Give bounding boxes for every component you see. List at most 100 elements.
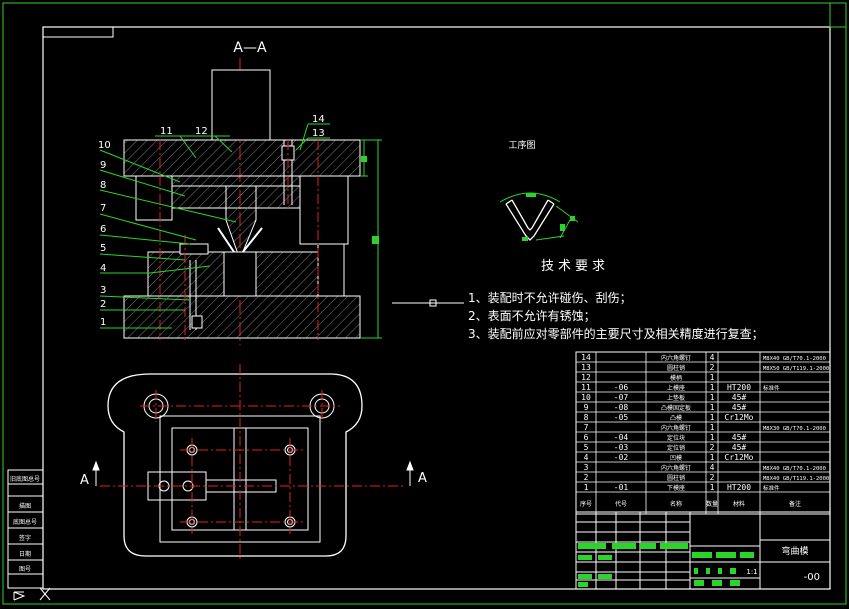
bom-cell-mat: Cr12Mo xyxy=(725,453,754,462)
bom-cell-name: 上模座 xyxy=(667,384,685,392)
bom-header-name: 名称 xyxy=(670,500,682,508)
bom-cell-qty: 4 xyxy=(710,463,715,472)
side-label-base: 底图总号 xyxy=(13,518,37,526)
section-cut-right xyxy=(406,460,414,486)
bom-cell-qty: 2 xyxy=(710,443,715,452)
leader-lines xyxy=(99,123,330,329)
guide-post-right xyxy=(299,175,349,245)
bom-cell-note: M8X40 GB/T70.1-2000 xyxy=(763,466,826,472)
bom-cell-qty: 1 xyxy=(710,483,715,492)
bom-cell-code: -07 xyxy=(614,393,629,402)
bom-cell-code: -02 xyxy=(614,453,629,462)
bom-cell-no: 6 xyxy=(584,433,589,442)
balloon-3: 3 xyxy=(100,285,106,296)
requirement-1: 1、装配时不允许碰伤、刮伤； xyxy=(468,290,632,305)
bom-header-code: 代号 xyxy=(615,500,627,508)
balloon-14: 14 xyxy=(312,114,325,125)
bom-cell-mat: HT200 xyxy=(727,483,751,492)
bom-cell-qty: 2 xyxy=(710,363,715,372)
bom-cell-name: 内六角螺钉 xyxy=(661,354,691,362)
punch xyxy=(225,185,257,255)
bom-cell-code: -04 xyxy=(614,433,629,442)
bom-cell-name: 定位销 xyxy=(667,444,685,452)
bom-cell-name: 凸模 xyxy=(670,414,682,422)
bom-header-mat: 材料 xyxy=(733,500,745,508)
balloon-11: 11 xyxy=(160,126,173,137)
requirement-2: 2、表面不允许有锈蚀； xyxy=(468,308,596,323)
upper-backing-plate xyxy=(171,175,301,187)
bom-cell-qty: 4 xyxy=(710,353,715,362)
inner-border xyxy=(42,26,831,590)
corner-mark xyxy=(829,2,847,28)
bom-cell-note: M8X50 GB/T119.1-2000 xyxy=(763,366,829,372)
bom-cell-code: -05 xyxy=(614,413,629,422)
bom-cell-no: 10 xyxy=(581,393,591,402)
bom-cell-no: 9 xyxy=(584,403,589,412)
bom-cell-name: 定位块 xyxy=(667,434,685,442)
bom-cell-code: -08 xyxy=(614,403,629,412)
balloon-7: 7 xyxy=(100,203,106,214)
bom-cell-qty: 2 xyxy=(710,473,715,482)
bom-cell-qty: 1 xyxy=(710,433,715,442)
balloon-labels: 1 2 3 4 5 6 7 8 9 10 11 12 13 14 xyxy=(98,114,325,328)
bom-cell-mat: Cr12Mo xyxy=(725,413,754,422)
bom-header-no: 序号 xyxy=(580,500,592,508)
balloon-2: 2 xyxy=(100,299,106,310)
bom-cell-qty: 1 xyxy=(710,393,715,402)
side-label-date: 日期 xyxy=(19,550,31,558)
positioning-block xyxy=(179,243,209,255)
plan-outline xyxy=(107,373,363,557)
side-label-column: 旧底图总号 描图 底图总号 签字 日期 图号 xyxy=(7,469,44,589)
bom-cell-name: 凸模固定板 xyxy=(661,404,691,412)
bom-header-qty: 数量 xyxy=(706,500,718,508)
balloon-4: 4 xyxy=(100,263,106,274)
bom-cell-name: 圆柱销 xyxy=(667,474,685,482)
bom-cell-qty: 1 xyxy=(710,383,715,392)
bom-cell-no: 11 xyxy=(581,383,591,392)
lower-die-seat xyxy=(123,295,361,339)
process-part-shape xyxy=(505,199,555,241)
bom-cell-mat: 45# xyxy=(732,433,747,442)
code-box xyxy=(42,26,114,38)
bom-cell-name: 圆柱销 xyxy=(667,364,685,372)
bom-cell-qty: 1 xyxy=(710,423,715,432)
bom-cell-mat: 45# xyxy=(732,403,747,412)
scale-value: 1:1 xyxy=(746,568,757,576)
bom-cell-no: 5 xyxy=(584,443,589,452)
bom-cell-qty: 1 xyxy=(710,373,715,382)
bom-cell-mat: 45# xyxy=(732,443,747,452)
shank xyxy=(211,69,271,141)
drawing-number: -00 xyxy=(804,572,820,583)
bom-cell-qty: 1 xyxy=(710,413,715,422)
tech-title: 技术要求 xyxy=(541,259,609,274)
bom-cell-code: -03 xyxy=(614,443,629,452)
bom-cell-note: 标准件 xyxy=(763,384,780,392)
balloon-13: 13 xyxy=(312,128,325,139)
balloon-8: 8 xyxy=(100,180,106,191)
bom-cell-no: 1 xyxy=(584,483,589,492)
bom-cell-note: M8X40 GB/T70.1-2000 xyxy=(763,356,826,362)
balloon-6: 6 xyxy=(100,224,106,235)
title-block xyxy=(575,511,831,590)
bom-cell-no: 3 xyxy=(584,463,589,472)
ucs-icon xyxy=(13,587,51,601)
process-title: 工序图 xyxy=(508,139,535,151)
side-label-sign: 签字 xyxy=(19,534,31,542)
bom-cell-qty: 1 xyxy=(710,453,715,462)
bom-cell-code: -06 xyxy=(614,383,629,392)
bom-cell-note: M8X30 GB/T70.1-2000 xyxy=(763,426,826,432)
bom-cell-note: 标准件 xyxy=(763,484,780,492)
bom-cell-qty: 1 xyxy=(710,403,715,412)
bom-cell-no: 4 xyxy=(584,453,589,462)
requirement-3: 3、装配前应对零部件的主要尺寸及相关精度进行复查； xyxy=(468,326,764,341)
bom-cell-name: 上垫板 xyxy=(667,394,685,402)
bom-cell-mat: HT200 xyxy=(727,383,751,392)
side-label-trace: 描图 xyxy=(19,502,31,510)
section-cut-left xyxy=(92,460,100,486)
bom-cell-code: -01 xyxy=(614,483,629,492)
balloon-1: 1 xyxy=(100,317,106,328)
balloon-9: 9 xyxy=(100,160,106,171)
section-label: A—A xyxy=(233,40,267,56)
